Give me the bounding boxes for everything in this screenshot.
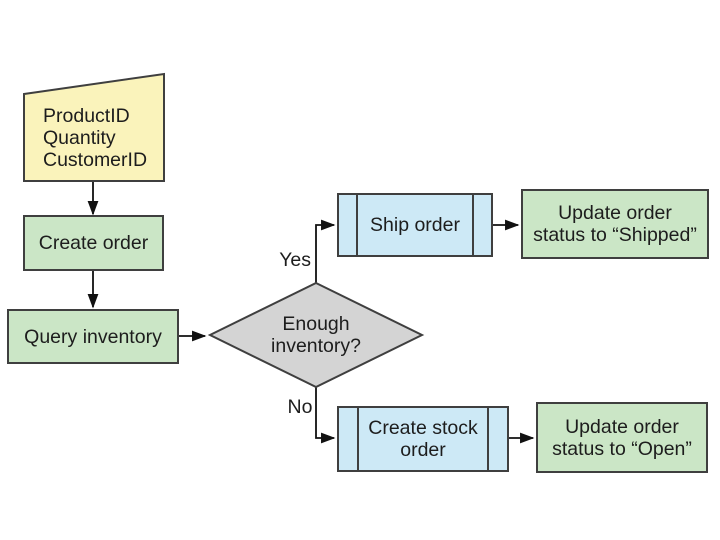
manual-input-shape	[23, 72, 165, 182]
update-status-shipped-shape	[521, 189, 709, 259]
query-inventory-shape	[7, 309, 179, 364]
connector-no-branch	[315, 387, 336, 444]
decision-diamond-shape	[207, 281, 425, 389]
ship-order-shape	[337, 193, 493, 257]
create-order-shape	[23, 215, 164, 271]
create-stock-order-shape	[337, 406, 509, 472]
update-status-open-shape	[536, 402, 708, 473]
connector-yes-branch	[315, 219, 336, 283]
